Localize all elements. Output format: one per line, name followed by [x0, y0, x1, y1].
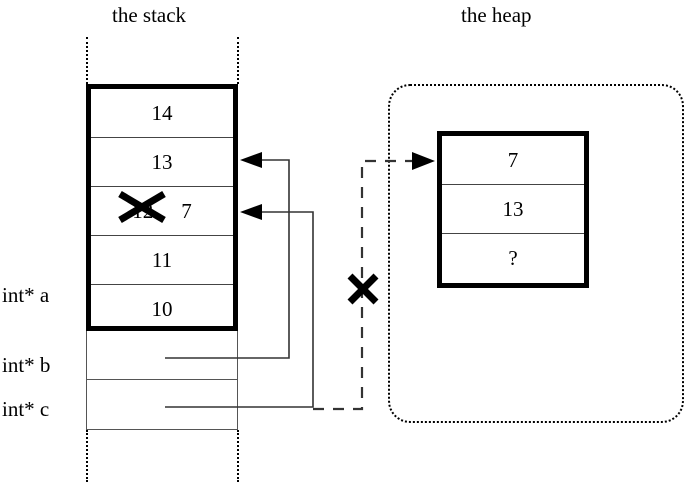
heap-cell-0-value: 7	[507, 147, 519, 172]
stack-cell-2: 12 7	[91, 187, 233, 236]
stack-cell-4-value: 10	[151, 297, 173, 321]
stack-cell-0: 14	[91, 89, 233, 138]
heap-title: the heap	[461, 3, 532, 27]
stack-pointer-slots	[86, 331, 238, 430]
stack-cell-1: 13	[91, 138, 233, 187]
heap-cell-1: 13	[442, 185, 584, 234]
pointer-label-c: int* c	[2, 397, 50, 421]
stack-pointer-slot-divider	[87, 379, 237, 380]
stack-continuation-line-top-right	[237, 37, 239, 84]
stack-cell-1-value: 13	[151, 149, 173, 174]
heap-cell-1-value: 13	[502, 196, 524, 221]
stack-continuation-line-bottom-right	[237, 430, 239, 482]
stack-cell-2-old-value: 12	[132, 198, 154, 223]
stack-cell-0-value: 14	[151, 100, 173, 125]
stack-cell-4: 10	[91, 285, 233, 334]
pointer-c-arrowhead	[240, 204, 262, 220]
invalidated-pointer-x-icon	[347, 273, 379, 305]
stack-continuation-line-bottom-left	[86, 430, 88, 482]
stack-cell-3-value: 11	[151, 247, 173, 272]
pointer-b-arrowhead	[240, 152, 262, 168]
stack-continuation-line-top-left	[86, 37, 88, 84]
pointer-label-b: int* b	[2, 353, 51, 377]
stack-cell-3: 11	[91, 236, 233, 285]
stack-title: the stack	[112, 3, 187, 27]
stack-array-block: 14 13 12 7 11 10	[86, 84, 238, 331]
pointer-label-a: int* a	[2, 283, 50, 307]
heap-array-block: 7 13 ?	[437, 131, 589, 288]
stack-cell-2-struck-group: 12	[118, 190, 167, 224]
stack-cell-2-new-value: 7	[181, 198, 192, 223]
heap-cell-2: ?	[442, 234, 584, 282]
heap-cell-0: 7	[442, 136, 584, 185]
heap-cell-2-value: ?	[508, 245, 518, 270]
